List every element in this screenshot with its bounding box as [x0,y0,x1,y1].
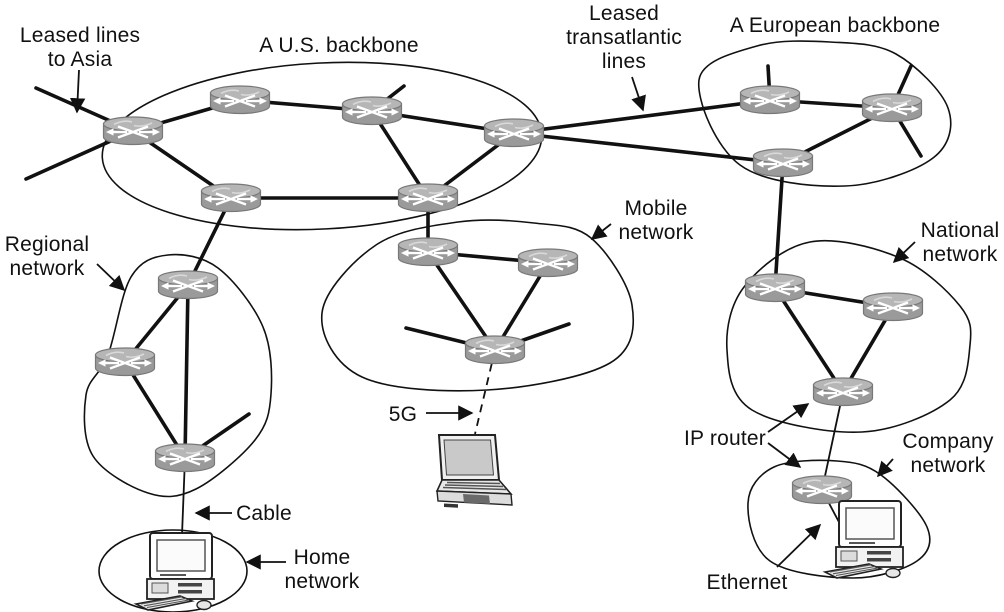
ethernet-label: Ethernet [707,571,788,594]
router-nat-3 [812,376,874,407]
router-mob-1 [397,236,459,267]
routers-layer [94,84,924,505]
router-reg-1 [157,269,219,300]
router-mob-3 [464,334,526,365]
router-us-1 [102,115,164,146]
router-us-2 [209,84,271,115]
router-us-5 [200,182,262,213]
link-reg-1-reg-3 [183,283,190,460]
router-eu-2 [861,92,923,123]
regional-network-boundary [83,253,273,498]
link-mob-2-mob-3 [493,261,550,352]
home-network-boundary [98,529,248,612]
us-backbone-boundary [101,61,543,231]
company-network-label-arrow [876,458,894,478]
european-backbone-label: A European backbone [730,14,940,37]
mobile-network-label-arrow [590,223,612,240]
cable-label: Cable [236,502,292,525]
router-nat-2 [862,291,924,322]
router-eu-3 [752,147,814,178]
leased-lines-asia-label-arrow [70,69,86,114]
router-mob-2 [517,247,579,278]
company-uplink [821,391,844,491]
national-network-boundary [725,239,972,433]
link-eu-3-nat-1 [773,161,785,290]
router-reg-2 [94,346,156,377]
laptop-host [436,434,513,509]
transatlantic-line-2 [512,131,785,165]
us-backbone-label: A U.S. backbone [259,34,418,57]
router-us-6 [397,182,459,213]
link-reg-2-reg-3 [123,360,187,460]
router-reg-3 [154,442,216,473]
network-boundaries-layer [83,40,972,612]
fiveg-label: 5G [389,403,417,426]
link-us-3-us-6 [370,109,430,200]
national-network-label-arrow [892,241,916,264]
regional-network-label-arrow [96,263,126,292]
ip-router-label: IP router [684,427,766,450]
router-com-1 [791,474,853,505]
transatlantic-label-arrow [631,76,646,112]
home-pc [135,532,215,611]
european-backbone-boundary [697,40,952,187]
ethernet-label-arrow [776,523,822,568]
router-us-4 [483,117,545,148]
router-eu-1 [739,84,801,115]
transatlantic-line-1 [512,98,772,135]
router-us-3 [341,95,403,126]
mobile-network-boundary [321,219,635,392]
link-us-5-reg-1 [186,196,233,287]
company-pc [824,500,904,579]
router-nat-1 [744,272,806,303]
ip-router-label-arrow-1 [767,403,810,433]
link-nat-1-nat-3 [773,286,845,394]
link-mob-1-mob-3 [426,250,497,352]
ip-router-label-arrow-2 [767,442,802,468]
